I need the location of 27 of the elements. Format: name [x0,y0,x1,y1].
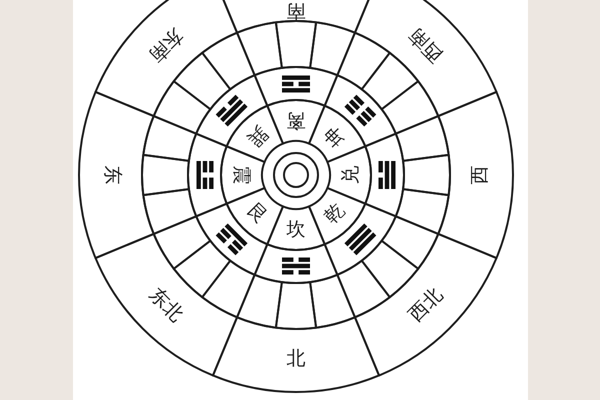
direction-label: 东南 [146,24,186,66]
trigram-name-sector [308,187,367,246]
trigram-name: 艮 [244,200,271,228]
direction-label: 东北 [146,284,186,326]
trigram-name: 坎 [286,220,306,240]
direction-label: 南 [286,2,306,20]
trigram-name-sector [225,104,284,163]
trigram-name: 震 [232,166,250,184]
trigram-name-sector [308,104,367,163]
direction-sector [78,90,155,260]
trigram-name: 乾 [321,200,348,228]
trigram-name: 巽 [244,122,271,150]
direction-label: 西 [470,166,490,184]
trigram-name-sector [225,187,284,246]
direction-label: 西北 [406,284,446,326]
direction-label: 北 [286,350,306,368]
trigram-name: 兑 [342,166,360,184]
direction-sector [94,232,239,377]
direction-sector [211,316,381,393]
trigram-name: 坤 [321,122,348,150]
trigram-name: 离 [286,110,306,130]
direction-label: 东 [102,166,122,184]
direction-sector [94,0,239,118]
direction-label: 西南 [406,24,446,66]
direction-sector [437,90,514,260]
direction-sector [353,0,498,118]
direction-sector [353,232,498,377]
